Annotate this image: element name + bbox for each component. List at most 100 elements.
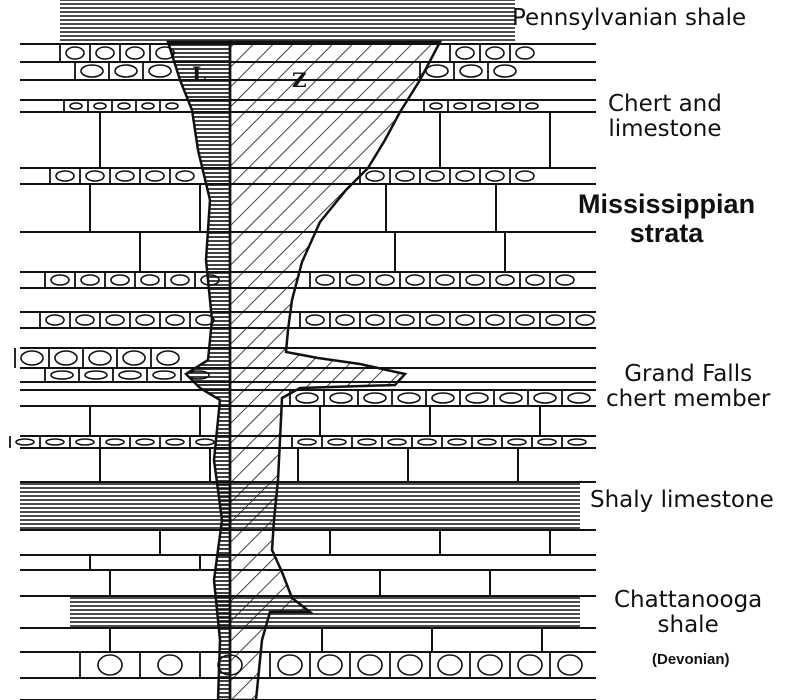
- chert-nodule: [97, 654, 123, 676]
- chert-nodule: [453, 102, 467, 110]
- grand-falls-line2: chert member: [606, 385, 771, 412]
- chert-nodule: [152, 370, 176, 380]
- chert-nodule: [165, 438, 185, 446]
- chert-nodule: [54, 350, 78, 366]
- chert-nodule: [110, 274, 130, 286]
- chert-nodule: [477, 654, 503, 676]
- chert-nodule: [425, 64, 449, 78]
- chert-nodule: [165, 102, 179, 110]
- chert-nodule: [122, 350, 146, 366]
- pennsylvanian-shale-label: Pennsylvanian shale: [512, 6, 746, 31]
- chert-nodule: [431, 392, 455, 404]
- chert-nodule: [455, 46, 475, 60]
- chert-nodule: [365, 314, 385, 326]
- chert-nodule: [156, 350, 180, 366]
- chert-nodule: [170, 274, 190, 286]
- chert-nodule: [295, 392, 319, 404]
- chert-nodule: [525, 274, 545, 286]
- chert-nodule: [55, 170, 75, 182]
- chert-nodule: [493, 64, 517, 78]
- chert-nodule: [567, 438, 587, 446]
- chert-nodule: [45, 438, 65, 446]
- chert-nodule: [557, 654, 583, 676]
- chert-nodule: [515, 314, 535, 326]
- chert-nodule: [305, 314, 325, 326]
- chert-nodule: [165, 314, 185, 326]
- shaly-limestone-text: Shaly limestone: [590, 487, 774, 513]
- chert-nodule: [499, 392, 523, 404]
- chert-nodule: [69, 102, 83, 110]
- chert-nodule: [45, 314, 65, 326]
- chert-nodule: [140, 274, 160, 286]
- chert-nodule: [315, 274, 335, 286]
- chert-nodule: [485, 46, 505, 60]
- chert-nodule: [515, 170, 535, 182]
- chert-nodule: [357, 438, 377, 446]
- chert-nodule: [115, 170, 135, 182]
- chert-nodule: [567, 392, 591, 404]
- chert-nodule: [435, 274, 455, 286]
- chert-nodule: [80, 274, 100, 286]
- shaly-limestone-label: Shaly limestone: [590, 488, 774, 513]
- chert-nodule: [145, 170, 165, 182]
- chert-nodule: [195, 438, 215, 446]
- chert-nodule: [459, 64, 483, 78]
- chert-nodule: [465, 274, 485, 286]
- chert-nodule: [575, 314, 595, 326]
- chert-nodule: [84, 370, 108, 380]
- chert-nodule: [93, 102, 107, 110]
- chert-nodule: [50, 274, 70, 286]
- chert-nodule: [507, 438, 527, 446]
- chert-nodule: [118, 370, 142, 380]
- chert-nodule: [395, 314, 415, 326]
- chert-nodule: [465, 392, 489, 404]
- chert-nodule: [455, 170, 475, 182]
- zinc-zone-label: Z: [292, 68, 307, 92]
- chert-nodule: [95, 46, 115, 60]
- chert-nodule: [105, 314, 125, 326]
- chert-nodule: [477, 438, 497, 446]
- chert-nodule: [405, 274, 425, 286]
- chert-nodule: [397, 654, 423, 676]
- chert-nodule: [335, 314, 355, 326]
- chert-nodule: [50, 370, 74, 380]
- chert-nodule: [429, 102, 443, 110]
- zinc-ore-body: [228, 40, 443, 700]
- mississippian-strata-line1: Mississippian: [578, 189, 756, 219]
- chert-nodule: [329, 392, 353, 404]
- grand-falls-label: Grand Falls chert member: [606, 362, 770, 412]
- chert-nodule: [345, 274, 365, 286]
- chert-nodule: [485, 314, 505, 326]
- chert-nodule: [88, 350, 112, 366]
- chert-nodule: [545, 314, 565, 326]
- chert-nodule: [317, 654, 343, 676]
- chert-nodule: [20, 350, 44, 366]
- chert-nodule: [375, 274, 395, 286]
- chert-nodule: [437, 654, 463, 676]
- chert-nodule: [125, 46, 145, 60]
- chert-nodule: [425, 170, 445, 182]
- chert-nodule: [327, 438, 347, 446]
- mississippian-strata-label: Mississippian strata: [578, 189, 756, 249]
- chert-nodule: [495, 274, 515, 286]
- mississippian-strata-line2: strata: [629, 218, 704, 249]
- chert-nodule: [417, 438, 437, 446]
- chert-limestone-line1: Chert and: [608, 91, 722, 117]
- chert-nodule: [395, 170, 415, 182]
- chert-nodule: [175, 170, 195, 182]
- chert-nodule: [363, 392, 387, 404]
- chert-nodule: [157, 654, 183, 676]
- chert-nodule: [555, 274, 575, 286]
- chert-nodule: [114, 64, 138, 78]
- chert-nodule: [65, 46, 85, 60]
- chert-limestone-line2: limestone: [608, 115, 722, 142]
- chert-nodule: [75, 438, 95, 446]
- chert-nodule: [15, 438, 35, 446]
- chert-nodule: [75, 314, 95, 326]
- devonian-label: (Devonian): [652, 651, 730, 668]
- chert-nodule: [515, 46, 535, 60]
- chert-nodule: [387, 438, 407, 446]
- chert-nodule: [105, 438, 125, 446]
- pennsylvanian-shale-text: Pennsylvanian shale: [512, 5, 747, 31]
